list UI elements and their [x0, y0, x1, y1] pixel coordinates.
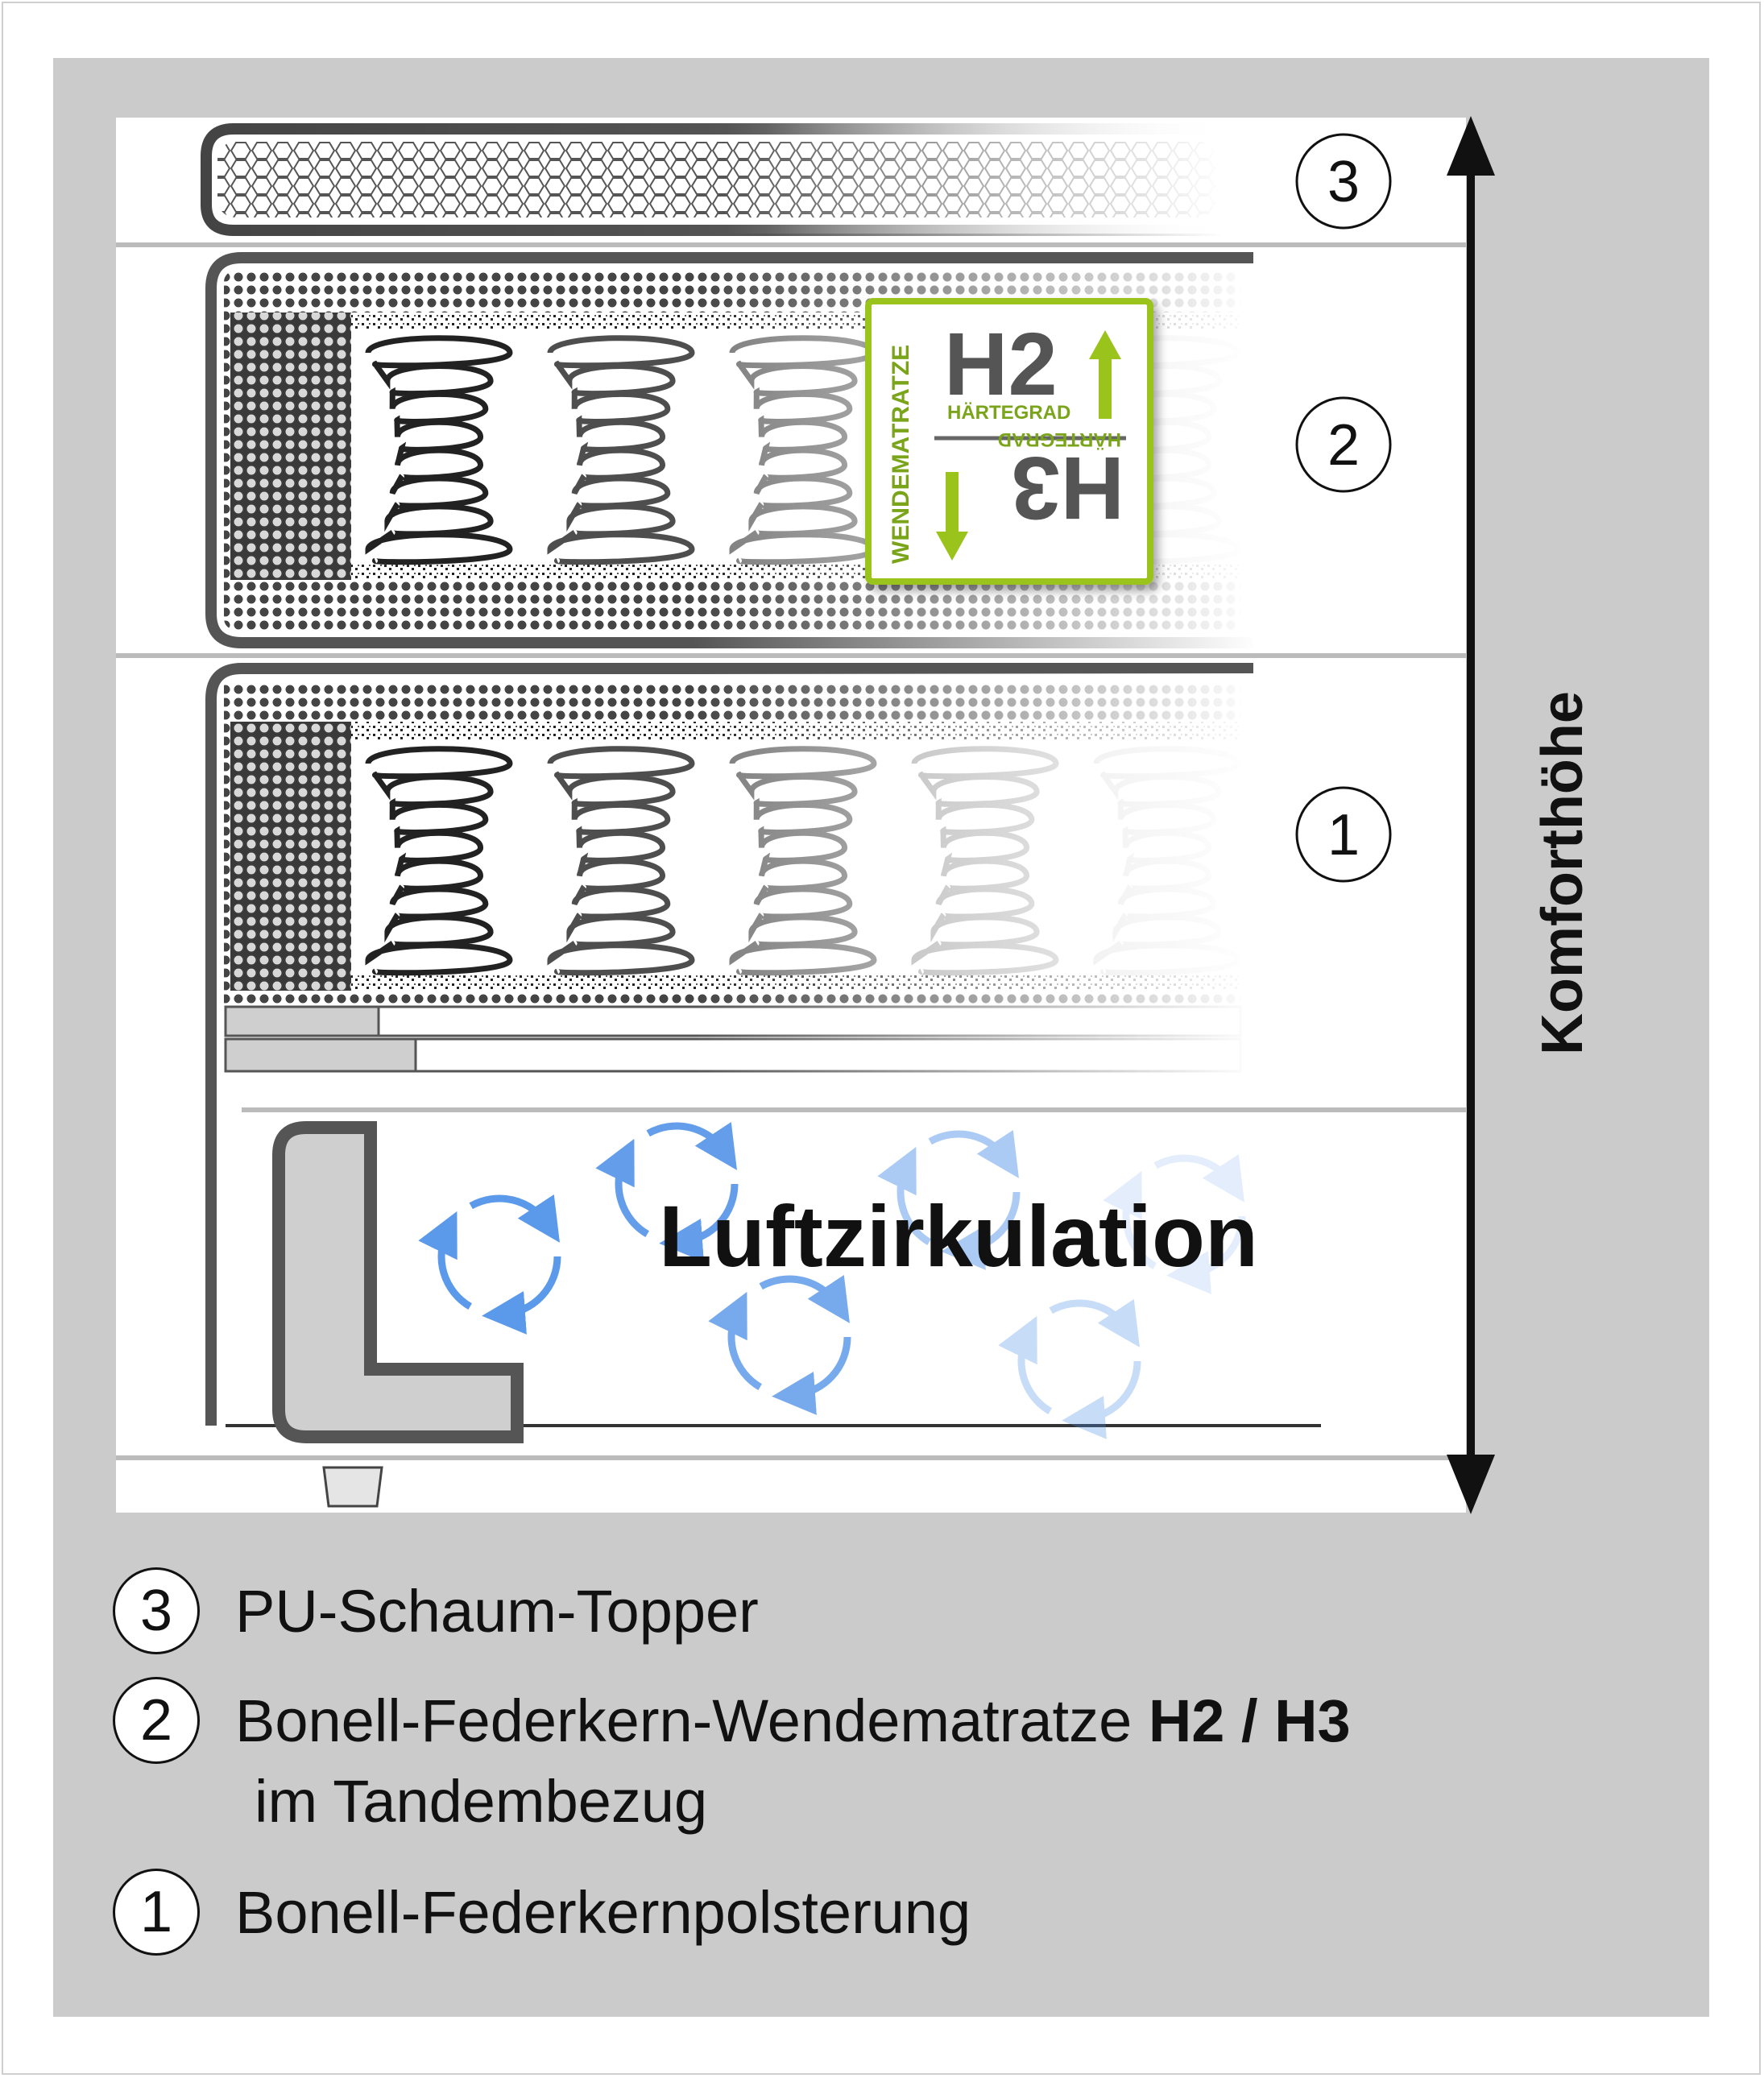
- legend-number: 2: [113, 1677, 200, 1764]
- circulation-arrow: [1049, 1298, 1140, 1347]
- badge-top-grade: H2: [944, 315, 1058, 414]
- layer-number-2-text: 2: [1327, 413, 1360, 478]
- legend-item-mattress: 2 Bonell-Federkern-Wendematratze H2 / H3: [113, 1672, 1351, 1769]
- circulation-arrow: [482, 1256, 561, 1335]
- circulation-arrow: [659, 1183, 739, 1262]
- layer-number-1-text: 1: [1327, 803, 1360, 867]
- circulation-arrow: [1103, 1170, 1157, 1270]
- legend-label: Bonell-Federkernpolsterung: [235, 1878, 971, 1946]
- comfort-height-axis: [1447, 116, 1495, 1514]
- boxspring-layer: [205, 663, 1321, 1427]
- circulation-arrow: [1062, 1360, 1141, 1439]
- circulation-arrow: [877, 1146, 932, 1246]
- bed-frame-profile: [272, 1121, 524, 1508]
- legend-number: 1: [113, 1869, 200, 1956]
- circulation-arrow: [759, 1274, 850, 1323]
- circulation-arrow: [772, 1336, 851, 1415]
- layer-number-2: 2: [1295, 396, 1392, 493]
- air-circulation-arrows: [418, 1121, 1246, 1439]
- spring-coil: [547, 746, 695, 976]
- circulation-arrow: [928, 1129, 1019, 1178]
- firmness-badge: [865, 298, 1153, 585]
- air-circulation-label: Luftzirkulation: [659, 1187, 1258, 1285]
- badge-top-caption: HÄRTEGRAD: [947, 402, 1070, 424]
- arrow-down-icon: [936, 472, 968, 561]
- badge-bottom-caption: HÄRTEGRAD: [998, 428, 1121, 450]
- layer-number-1: 1: [1295, 786, 1392, 883]
- badge-side-label: WENDEMATRATZE: [888, 345, 914, 564]
- spring-coil: [365, 746, 513, 976]
- legend-item-boxspring: 1 Bonell-Federkernpolsterung: [113, 1864, 971, 1960]
- badge-bottom-grade: H3: [1011, 438, 1124, 537]
- layer-number-3: 3: [1295, 133, 1392, 230]
- layer-number-3-text: 3: [1327, 150, 1360, 214]
- legend-label-bold: H2 / H3: [1148, 1687, 1351, 1754]
- topper-layer: [201, 121, 1224, 236]
- circulation-arrow: [646, 1121, 737, 1170]
- legend-label: PU-Schaum-Topper: [235, 1577, 759, 1645]
- circulation-arrow: [469, 1194, 560, 1243]
- spring-coil: [547, 335, 695, 565]
- circulation-arrow: [998, 1315, 1053, 1415]
- comfort-height-label: Komforthöhe: [1530, 691, 1595, 1055]
- legend-label-main: Bonell-Federkern-Wendematratze: [235, 1687, 1149, 1754]
- legend-label: Bonell-Federkern-Wendematratze H2 / H3: [235, 1687, 1351, 1755]
- circulation-arrow: [1153, 1153, 1244, 1203]
- legend-number: 3: [113, 1567, 200, 1654]
- spring-coil: [365, 335, 513, 565]
- arrow-up-icon: [1089, 330, 1121, 419]
- circulation-arrow: [941, 1191, 1021, 1270]
- legend-item-topper: 3 PU-Schaum-Topper: [113, 1563, 759, 1659]
- circulation-arrow: [1166, 1215, 1246, 1294]
- legend-label-continuation: im Tandembezug: [255, 1768, 708, 1835]
- circulation-arrow: [595, 1138, 650, 1238]
- firmness-badge-content: WENDEMATRATZE H2 HÄRTEGRAD H3 HÄRTEGRAD: [888, 315, 1126, 564]
- circulation-arrow: [708, 1291, 763, 1391]
- circulation-arrow: [418, 1211, 473, 1310]
